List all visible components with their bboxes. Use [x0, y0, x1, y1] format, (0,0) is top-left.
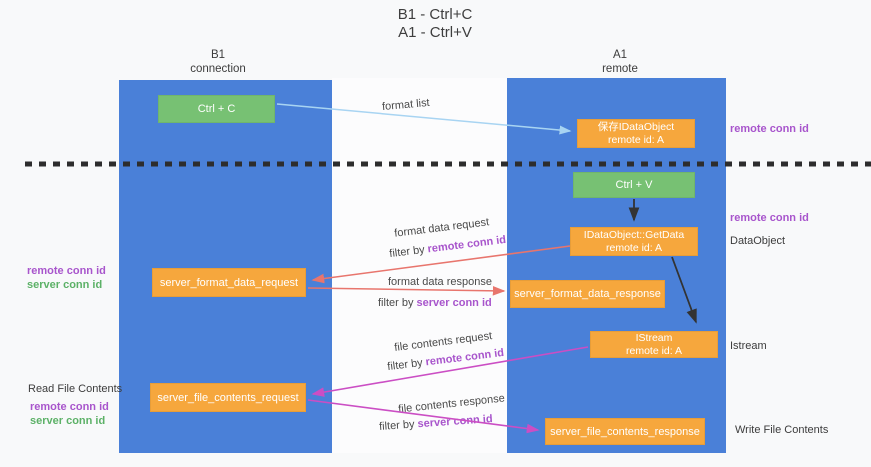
node-ctrl-c: Ctrl + C	[158, 95, 275, 123]
node-save-idataobject-line2: remote id: A	[607, 133, 665, 146]
node-istream: IStream remote id: A	[590, 331, 718, 358]
node-server-file-contents-response-label: server_file_contents_response	[550, 425, 700, 438]
node-idataobject-getdata: IDataObject::GetData remote id: A	[570, 227, 698, 256]
label-server-conn-id-text: server conn id	[416, 297, 492, 309]
annotation-remote-conn-id-left1: remote conn id	[27, 265, 106, 277]
label-filter-by-server-1: filter by server conn id	[378, 297, 492, 309]
label-filter-by-text: filter by	[378, 297, 414, 309]
title-line-2: A1 - Ctrl+V	[398, 24, 472, 41]
title-line-1: B1 - Ctrl+C	[397, 6, 473, 23]
label-filter-by-text: filter by	[378, 418, 415, 433]
page-title: B1 - Ctrl+C A1 - Ctrl+V	[360, 6, 510, 42]
node-save-idataobject: 保存IDataObject remote id: A	[577, 119, 695, 148]
lifeline-b1-role: connection	[190, 63, 246, 75]
node-server-format-data-response-label: server_format_data_response	[514, 288, 661, 300]
node-istream-line1: IStream	[635, 331, 673, 344]
node-istream-line2: remote id: A	[625, 344, 683, 357]
node-ctrl-v: Ctrl + V	[573, 172, 695, 198]
annotation-remote-conn-id-top: remote conn id	[730, 123, 809, 135]
node-server-file-contents-request-label: server_file_contents_request	[157, 391, 299, 404]
lifeline-a1-header: A1 remote	[560, 48, 680, 76]
annotation-server-conn-id-left1: server conn id	[27, 279, 103, 291]
annotation-remote-conn-id-left2: remote conn id	[30, 401, 109, 413]
node-server-format-data-response: server_format_data_response	[510, 280, 665, 308]
node-server-format-data-request: server_format_data_request	[152, 268, 306, 297]
node-server-format-data-request-label: server_format_data_request	[159, 276, 299, 289]
annotation-dataobject: DataObject	[730, 235, 786, 247]
node-idataobject-getdata-line2: remote id: A	[605, 241, 663, 254]
node-server-file-contents-response: server_file_contents_response	[545, 418, 705, 445]
node-ctrl-c-label: Ctrl + C	[197, 103, 236, 115]
annotation-istream: Istream	[730, 340, 767, 352]
node-ctrl-v-label: Ctrl + V	[615, 179, 653, 191]
lifeline-a1-name: A1	[612, 49, 628, 61]
node-server-file-contents-request: server_file_contents_request	[150, 383, 306, 412]
label-format-data-response: format data response	[388, 276, 492, 288]
annotation-remote-conn-id-mid: remote conn id	[730, 212, 809, 224]
annotation-write-file-contents: Write File Contents	[735, 424, 829, 436]
annotation-read-file-contents: Read File Contents	[28, 383, 123, 395]
lifeline-a1-role: remote	[602, 63, 638, 75]
node-idataobject-getdata-line1: IDataObject::GetData	[583, 228, 685, 241]
node-save-idataobject-line1: 保存IDataObject	[597, 120, 675, 133]
annotation-server-conn-id-left2: server conn id	[30, 415, 106, 427]
lifeline-b1-name: B1	[210, 49, 226, 61]
lifeline-b1-header: B1 connection	[158, 48, 278, 76]
